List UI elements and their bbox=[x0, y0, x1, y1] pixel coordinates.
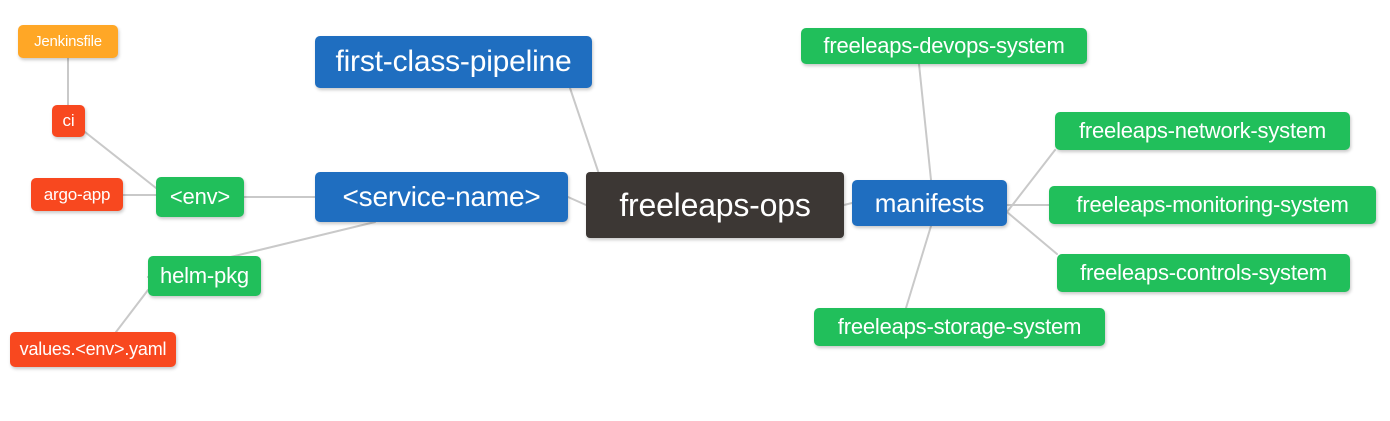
node-helm-pkg[interactable]: helm-pkg bbox=[148, 256, 261, 296]
node-ci[interactable]: ci bbox=[52, 105, 85, 137]
node-freeleaps-network-system[interactable]: freeleaps-network-system bbox=[1055, 112, 1350, 150]
node-argo-app[interactable]: argo-app bbox=[31, 178, 123, 211]
node-freeleaps-devops-system[interactable]: freeleaps-devops-system bbox=[801, 28, 1087, 64]
node-values-env-yaml[interactable]: values.<env>.yaml bbox=[10, 332, 176, 367]
node-env[interactable]: <env> bbox=[156, 177, 244, 217]
edge-freeleaps-ops-to-manifests bbox=[843, 202, 853, 206]
edge-helm-pkg-to-values-env-yaml bbox=[115, 289, 149, 333]
node-freeleaps-ops[interactable]: freeleaps-ops bbox=[586, 172, 844, 238]
edge-manifests-to-freeleaps-network-system bbox=[1006, 149, 1056, 213]
node-freeleaps-controls-system[interactable]: freeleaps-controls-system bbox=[1057, 254, 1350, 292]
edge-freeleaps-ops-to-first-class-pipeline bbox=[569, 87, 601, 178]
node-freeleaps-monitoring-system[interactable]: freeleaps-monitoring-system bbox=[1049, 186, 1376, 224]
node-freeleaps-storage-system[interactable]: freeleaps-storage-system bbox=[814, 308, 1105, 346]
node-jenkinsfile[interactable]: Jenkinsfile bbox=[18, 25, 118, 58]
node-manifests[interactable]: manifests bbox=[852, 180, 1007, 226]
edge-manifests-to-freeleaps-devops-system bbox=[918, 63, 932, 181]
node-service-name[interactable]: <service-name> bbox=[315, 172, 568, 222]
edge-manifests-to-freeleaps-storage-system bbox=[905, 225, 932, 309]
edge-freeleaps-ops-to-service-name bbox=[567, 196, 587, 206]
node-first-class-pipeline[interactable]: first-class-pipeline bbox=[315, 36, 592, 88]
